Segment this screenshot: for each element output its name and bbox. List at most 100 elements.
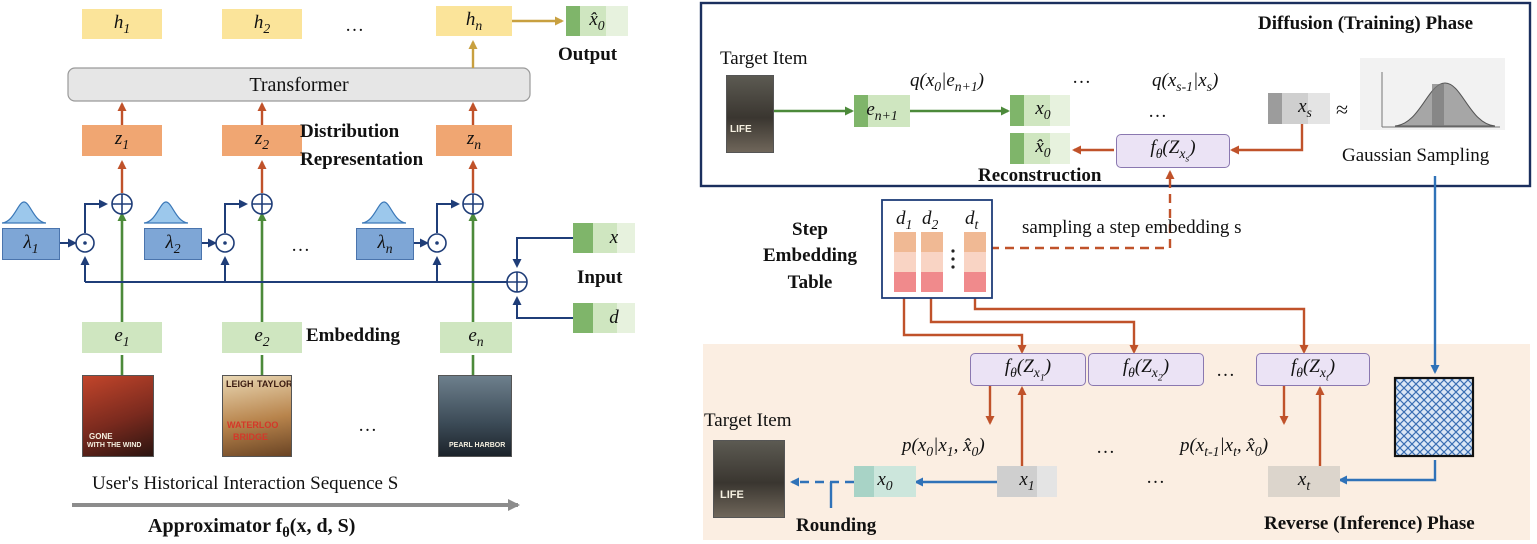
x0hat-label: x̂0: [1035, 136, 1051, 160]
lambda-1: λ1: [2, 228, 60, 260]
xt-vector: xt: [1268, 466, 1340, 497]
output-vector: x̂0: [566, 6, 628, 36]
zn-label: zn: [466, 128, 482, 152]
en-label: en: [468, 325, 484, 349]
dt-to-ft-arrow: [973, 293, 1309, 354]
en1-label: en+1: [866, 98, 898, 123]
f-theta-x2-label: fθ(Zx2): [1122, 355, 1170, 384]
f-theta-s-label: fθ(Zxs): [1150, 137, 1196, 165]
noise-to-xt-arrow: [1338, 460, 1437, 485]
f-theta-x1-box: fθ(Zx1): [970, 353, 1086, 386]
movie-poster-gone-with-the-wind[interactable]: GONE WITH THE WIND: [82, 375, 154, 457]
dot2-to-plus2-arrow: [224, 199, 248, 233]
plus-operator-n: [462, 193, 484, 215]
reverse-ellipsis-bottom: …: [1146, 467, 1165, 488]
step-d2: d2: [922, 208, 939, 232]
lambda-2: λ2: [144, 228, 202, 260]
h1-label: h1: [113, 11, 131, 36]
left-panel: [1, 16, 573, 511]
distribution-z1: z1: [82, 125, 162, 156]
dot-operator-n: [427, 233, 447, 253]
gaussian-sampling-label: Gaussian Sampling: [1342, 145, 1490, 166]
forward-ellipsis-top: …: [1072, 67, 1091, 88]
gaussian-icon-2: [143, 201, 189, 224]
movie-poster-pearl-harbor[interactable]: PEARL HARBOR: [438, 375, 512, 457]
f-theta-xt-label: fθ(Zxt): [1290, 355, 1336, 384]
q-forward-last: q(xs-1|xs): [1152, 70, 1219, 94]
gaussian-sampling-icon: [1360, 58, 1505, 130]
approx-symbol: ≈: [1336, 97, 1349, 122]
x0-reverse-label: x0: [877, 469, 893, 493]
e1-label: e1: [114, 325, 130, 349]
poster2-line3: WATERLOO: [227, 420, 279, 430]
d1-to-f1-arrow: [902, 293, 1027, 354]
step-table-label-1: Step: [792, 219, 828, 240]
h2-label: h2: [253, 11, 271, 36]
input-label: Input: [577, 267, 623, 288]
dotn-to-plusn-arrow: [436, 199, 460, 233]
poster2-line2: TAYLOR: [257, 379, 292, 389]
reverse-ellipsis-top: …: [1216, 360, 1235, 381]
hn-label: hn: [465, 8, 483, 33]
lambdan-label: λn: [377, 231, 393, 256]
sampling-step-dashed-arrow: [990, 170, 1175, 250]
output-label: Output: [558, 44, 618, 65]
distribution-zn: zn: [436, 125, 512, 156]
lambda2-label: λ2: [165, 231, 181, 256]
gaussian-icon-1: [1, 201, 47, 224]
target-poster-top-text: LIFE: [730, 124, 752, 135]
lambda1-label: λ1: [23, 231, 39, 256]
poster2-line4: BRIDGE: [233, 432, 269, 442]
distribution-label-line1: Distribution: [300, 121, 400, 142]
f-theta-xt-box: fθ(Zxt): [1256, 353, 1370, 386]
output-x0hat-label: x̂0: [589, 8, 605, 33]
z1-label: z1: [114, 128, 130, 152]
xs-label: xs: [1298, 96, 1312, 120]
plus-operator-2: [251, 193, 273, 215]
dot-operator-2: [215, 233, 235, 253]
xs-to-f-arrow: [1230, 124, 1304, 155]
reverse-ellipsis-mid: …: [1096, 437, 1115, 458]
embedding-label: Embedding: [306, 325, 400, 346]
x0-forward-vector: x0: [1010, 95, 1070, 126]
step-table-label-3: Table: [787, 272, 833, 293]
hidden-state-h2: h2: [222, 9, 302, 39]
poster2-line1: LEIGH: [226, 379, 254, 389]
d2-to-f2-arrow: [929, 293, 1139, 354]
xt-label: xt: [1297, 469, 1311, 493]
x0-reverse-vector: x0: [854, 466, 916, 497]
diffusion-phase-title: Diffusion (Training) Phase: [1258, 13, 1474, 34]
dot1-to-plus1-arrow: [84, 199, 108, 233]
e2-label: e2: [254, 325, 270, 349]
movie-poster-waterloo-bridge[interactable]: LEIGH TAYLOR WATERLOO BRIDGE: [222, 375, 292, 457]
rounding-label: Rounding: [796, 515, 877, 536]
target-item-label-top: Target Item: [720, 48, 808, 69]
distribution-z2: z2: [222, 125, 302, 156]
p-reverse-first: p(x0|x1, x̂0): [902, 435, 985, 459]
noise-sample-square: [1393, 376, 1475, 458]
forward-ellipsis-mid: …: [1148, 101, 1167, 122]
p-reverse-last: p(xt-1|xt, x̂0): [1180, 435, 1269, 459]
f-theta-x2-box: fθ(Zx2): [1088, 353, 1204, 386]
xs-vector: xs: [1268, 93, 1330, 124]
target-item-label-bottom: Target Item: [704, 410, 792, 431]
plus-operator-input: [506, 271, 528, 293]
embedding-en: en: [440, 322, 512, 353]
transformer-block: [67, 67, 531, 102]
x1-vector: x1: [997, 466, 1057, 497]
q-forward-first: q(x0|en+1): [910, 70, 984, 94]
target-item-poster-top[interactable]: LIFE: [726, 75, 774, 153]
hidden-state-hn: hn: [436, 6, 512, 36]
f-theta-x1-label: fθ(Zx1): [1004, 355, 1052, 384]
poster-ellipsis: …: [358, 415, 377, 436]
input-d-vector: d: [573, 303, 635, 333]
step-d1: d1: [896, 208, 913, 232]
x0-forward-label: x0: [1035, 98, 1051, 122]
reconstruction-label: Reconstruction: [978, 165, 1102, 186]
hidden-state-h1: h1: [82, 9, 162, 39]
lambda-n: λn: [356, 228, 414, 260]
step-table-label-2: Embedding: [763, 245, 857, 266]
poster3-title: PEARL HARBOR: [449, 442, 506, 449]
target-item-poster-bottom[interactable]: LIFE: [713, 440, 785, 518]
f-theta-diffusion-box: fθ(Zxs): [1116, 134, 1230, 168]
